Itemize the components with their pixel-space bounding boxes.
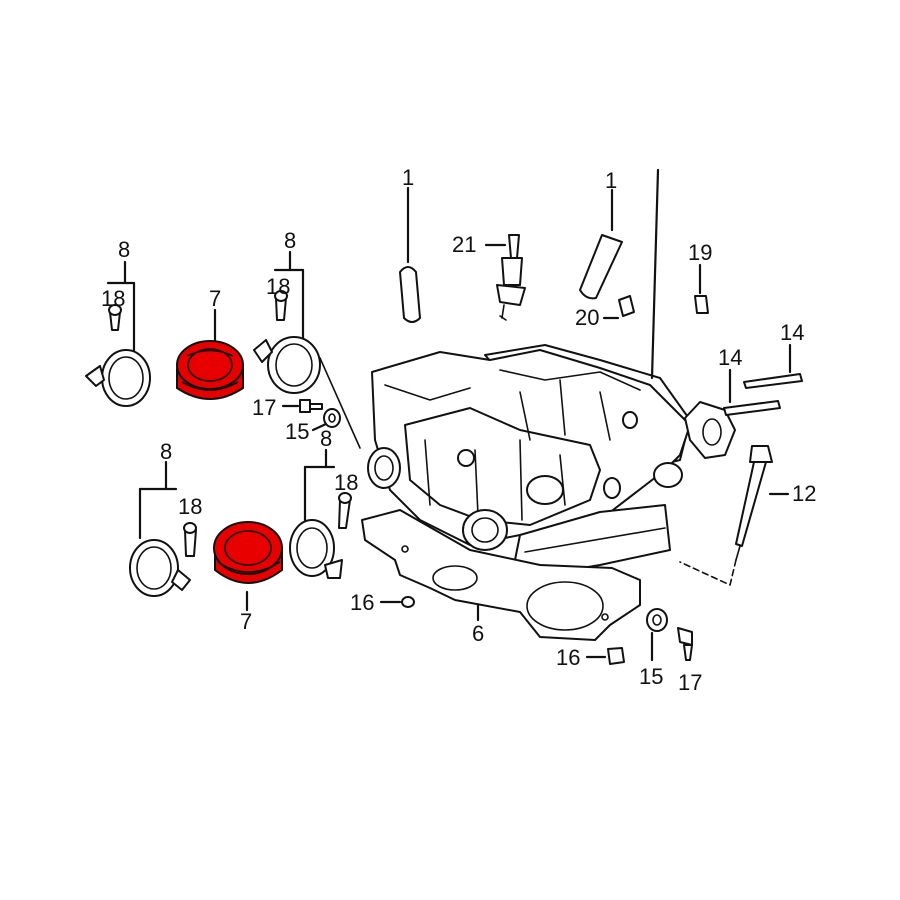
insulator-7-top-highlighted (176, 308, 244, 400)
washer-15-top (311, 408, 341, 432)
part-1-left (399, 186, 421, 323)
dowel-16-left (379, 596, 415, 608)
label-8-bottom-left: 8 (160, 439, 172, 464)
label-18-bottom-left: 18 (178, 494, 202, 519)
label-1b: 1 (605, 168, 617, 193)
label-17-top: 17 (252, 395, 276, 420)
clamp-8-middle (289, 448, 352, 579)
clamp-8-top-left (85, 260, 151, 407)
label-1a: 1 (402, 165, 414, 190)
label-8-top-middle: 8 (284, 228, 296, 253)
callout-labels: 1 1 21 19 20 14 14 12 8 18 7 8 18 17 15 … (101, 165, 816, 695)
label-17-bottom: 17 (678, 670, 702, 695)
label-18-middle: 18 (334, 470, 358, 495)
head-bolt-12 (679, 445, 790, 586)
clamp-8-top-middle (253, 250, 361, 449)
label-14a: 14 (780, 320, 804, 345)
label-8-middle: 8 (320, 426, 332, 451)
label-12: 12 (792, 481, 816, 506)
label-19: 19 (688, 240, 712, 265)
clamp-8-bottom-left (129, 460, 197, 597)
head-gasket (361, 509, 641, 641)
label-7-top: 7 (209, 286, 221, 311)
washer-15-bottom (646, 608, 668, 662)
label-6: 6 (472, 621, 484, 646)
label-18-top-left: 18 (101, 286, 125, 311)
label-21: 21 (452, 232, 476, 257)
stud-bolt-14-upper (743, 343, 803, 389)
label-20: 20 (575, 305, 599, 330)
label-16-bottom: 16 (556, 645, 580, 670)
label-18-top-middle: 18 (266, 274, 290, 299)
stud-bolt-14-lower (723, 368, 781, 416)
cylinder-head (367, 344, 736, 576)
bolt-17-bottom (677, 627, 693, 661)
insulator-7-bottom-highlighted (213, 521, 283, 612)
label-7-bottom: 7 (240, 609, 252, 634)
label-16-left: 16 (350, 590, 374, 615)
spark-plug (484, 234, 526, 321)
part-1-right (579, 188, 623, 300)
dowel-16-bottom (585, 647, 625, 665)
label-8-top-left: 8 (118, 237, 130, 262)
label-15-bottom: 15 (639, 664, 663, 689)
label-15-top: 15 (285, 419, 309, 444)
dowel-20 (602, 295, 635, 320)
dowel-19 (694, 263, 709, 314)
bolt-17-top (281, 399, 323, 413)
label-14b: 14 (718, 345, 742, 370)
part-1-right-extension (650, 168, 660, 380)
